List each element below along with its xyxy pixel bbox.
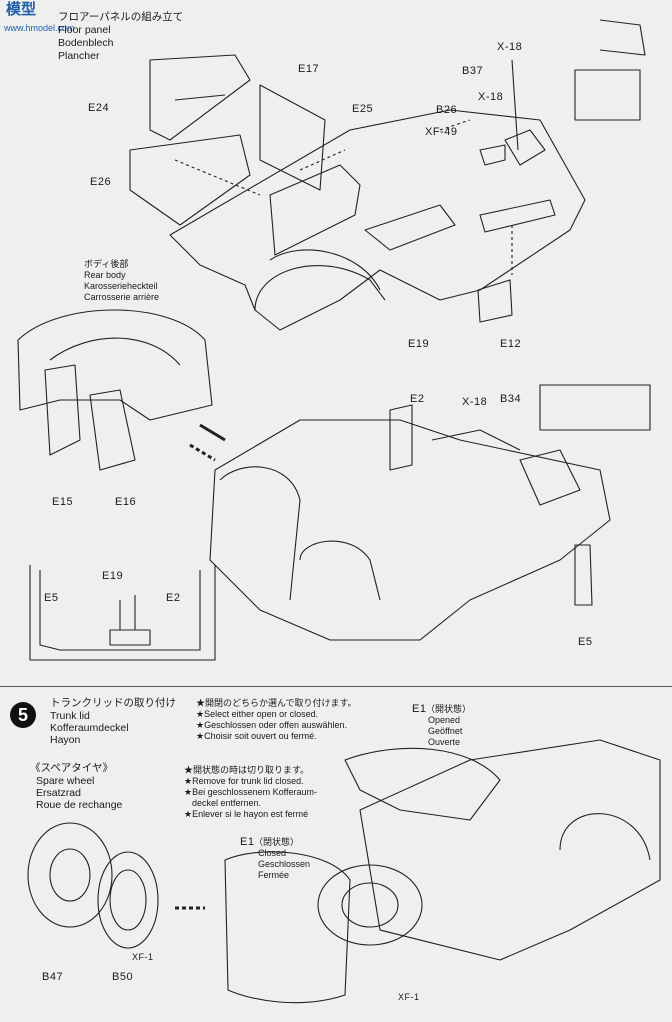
floor-panel-title-de: Bodenblech [58,37,114,49]
watermark-brand: 模型 [6,1,37,18]
part-label-e15: E15 [52,496,74,508]
open-lid-de: Geöffnet [428,726,463,736]
part-label-xf1-a: XF-1 [132,952,154,962]
part-label-e19-a: E19 [408,338,430,350]
part-label-e12: E12 [500,338,522,350]
step5-title-fr: Hayon [50,734,81,746]
spare-wheel-installed [317,864,423,946]
tire-b50 [97,851,159,949]
open-lid-part: E1 [412,703,427,715]
spare-wheel-b47 [27,822,113,928]
part-e12-box [477,279,513,323]
note1-line-de: ★Geschlossen oder offen auswählen. [196,720,347,730]
part-label-e19-b: E19 [102,570,124,582]
step-number-badge: 5 [10,702,36,728]
part-label-b50: B50 [112,971,134,983]
note2-line-fr: ★Enlever si le hayon est fermé [184,809,309,819]
floor-panel-title-en: Floor panel [58,24,111,36]
closed-lid-part: E1 [240,836,255,848]
note1-line-jp: ★開閉のどちらか選んで取り付けます。 [196,698,357,708]
rear-body-title-jp: ボディ後部 [84,259,129,269]
note2-line-en: ★Remove for trunk lid closed. [184,776,304,786]
floor-panel-body [169,109,586,331]
spare-wheel-title-en: Spare wheel [36,775,95,787]
part-label-x18-a: X-18 [497,41,523,53]
part-label-e5-a: E5 [44,592,59,604]
part-e5-brace [574,544,593,606]
part-e24-panel [149,54,251,141]
part-label-b34: B34 [500,393,522,405]
part-e17-panel [259,84,326,191]
closed-lid-fr: Fermée [258,870,290,880]
step5-note-select: ★開閉のどちらか選んで取り付けます。 ★Select either open o… [196,698,357,742]
closed-lid-jp: （閉状態） [254,837,300,847]
part-label-xf1-b: XF-1 [398,992,420,1002]
rear-body-title-fr: Carrosserie arrière [84,292,160,302]
open-lid-en: Opened [428,715,461,725]
spare-wheel-title-jp: 《スペアタイヤ》 [30,762,113,774]
detail-inset-right [539,384,651,431]
open-lid-fr: Ouverte [428,737,461,747]
note1-line-en: ★Select either open or closed. [196,709,319,719]
watermark-url: www.hmodel.com [4,23,75,33]
cross-section [29,565,216,661]
spare-wheel-title-fr: Roue de rechange [36,799,123,811]
part-label-b47: B47 [42,971,64,983]
floor-panel-title-jp: フロアーパネルの組み立て [58,11,184,23]
part-e2-brace [389,404,413,471]
closed-lid-en: Closed [258,848,287,858]
body-assembly [209,419,611,641]
note2-line-jp: ★開状態の時は切り取ります。 [184,765,310,775]
part-label-e25: E25 [352,103,374,115]
step5-note-remove: ★開状態の時は切り取ります。 ★Remove for trunk lid clo… [184,765,317,820]
part-label-x18-b: X-18 [478,91,504,103]
part-label-e16: E16 [115,496,137,508]
trunk-lid-closed [224,851,351,1004]
part-e16-panel [89,389,136,471]
part-e26-panel [129,134,251,226]
part-label-b37: B37 [462,65,484,77]
closed-lid-de: Geschlossen [258,859,311,869]
part-label-x18-c: X-18 [462,396,488,408]
floor-panel-title-fr: Plancher [58,50,100,62]
detail-inset-top [574,69,641,121]
step5-title-en: Trunk lid [50,710,90,722]
part-label-e17: E17 [298,63,320,75]
step5-title-jp: トランクリッドの取り付け [50,697,176,709]
rear-body-title-de: Karosserieheckteil [84,281,158,291]
rear-body-title-en: Rear body [84,270,126,280]
part-label-e5-b: E5 [578,636,593,648]
part-e15-panel [44,364,81,456]
rear-car-body [359,739,661,961]
note1-line-fr: ★Choisir soit ouvert ou fermé. [196,731,317,741]
spare-wheel-title-de: Ersatzrad [36,787,81,799]
open-lid-jp: （開状態） [426,704,472,714]
part-label-xf49: XF-49 [425,126,458,138]
part-label-e24: E24 [88,102,110,114]
part-label-e26: E26 [90,176,112,188]
section-divider [0,686,672,687]
note2-line-de: ★Bei geschlossenem Kofferaum- [184,787,317,797]
part-e25-panel [269,164,361,256]
note2-line-de-cont: deckel entfernen. [192,798,262,808]
trunk-lid-open [344,747,501,821]
part-label-e2-b: E2 [166,592,181,604]
part-label-b26: B26 [436,104,458,116]
rear-body-shell [17,309,213,421]
part-label-e2-a: E2 [410,393,425,405]
step5-title-de: Kofferaumdeckel [50,722,129,734]
